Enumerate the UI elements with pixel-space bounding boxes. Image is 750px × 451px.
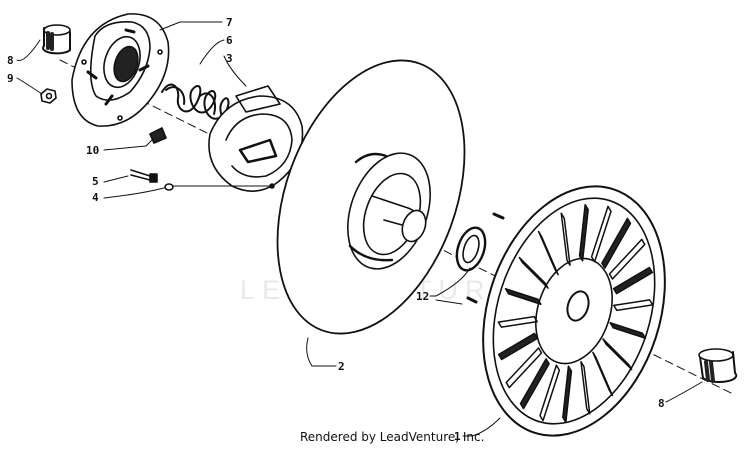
sheave-fin <box>504 288 542 306</box>
fixed-sheave <box>482 185 666 437</box>
spring-cup <box>208 85 304 192</box>
sheave-fin <box>609 321 647 339</box>
callout-4: 4 <box>92 191 99 204</box>
credit-text: Rendered by LeadVenture, Inc. <box>300 430 484 444</box>
bushing-bottom <box>698 348 738 383</box>
sheave-fin <box>602 338 633 371</box>
callout-8-bottom: 8 <box>658 397 665 410</box>
callout-9: 9 <box>7 72 14 85</box>
bushing-top <box>42 24 71 55</box>
callout-12: 12 <box>416 290 429 303</box>
callout-5: 5 <box>92 175 99 188</box>
sheave-fin <box>590 205 612 263</box>
callout-8-top: 8 <box>7 54 14 67</box>
sheave-fin <box>497 332 539 361</box>
ring-washers <box>455 212 505 304</box>
callout-1: 1 <box>454 430 461 443</box>
sheave-fin <box>592 351 614 397</box>
moveable-sheave <box>276 59 466 335</box>
sheave-fin <box>505 347 543 389</box>
nut <box>40 88 57 104</box>
sheave-fin <box>580 361 591 415</box>
bolt <box>130 169 158 183</box>
sheave-fin <box>537 230 559 276</box>
callout-6: 6 <box>226 34 233 47</box>
leader-lines <box>16 21 703 437</box>
sheave-fin <box>601 217 632 269</box>
spring <box>161 83 237 124</box>
callout-2: 2 <box>338 360 345 373</box>
washer <box>164 183 174 191</box>
spider-cover-plate <box>71 13 170 127</box>
sheave-fin <box>578 203 589 262</box>
callout-7: 7 <box>226 16 233 29</box>
sheave-fin <box>612 266 654 295</box>
sheave-fin <box>518 256 549 289</box>
sheave-fin <box>613 299 654 312</box>
sheave-fin <box>608 238 646 280</box>
sheave-fin <box>560 212 571 266</box>
sheave-fin <box>519 358 550 410</box>
roller-button <box>149 127 167 144</box>
sheave-fin <box>539 364 561 422</box>
callout-10: 10 <box>86 144 99 157</box>
callout-3: 3 <box>226 52 233 65</box>
sheave-fin <box>562 365 573 424</box>
sheave-fin <box>497 315 538 328</box>
